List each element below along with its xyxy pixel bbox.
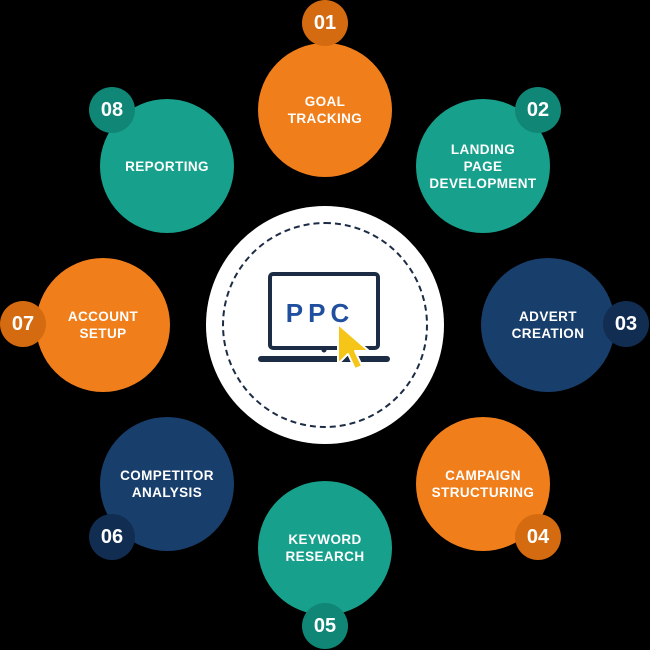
step-number-badge: 01	[302, 0, 348, 46]
laptop-camera-dot	[321, 347, 327, 353]
cursor-arrow-icon	[337, 323, 370, 370]
step-label: COMPETITOR ANALYSIS	[120, 468, 214, 500]
laptop-base	[258, 356, 390, 362]
step-01-goal-tracking: GOAL TRACKING	[258, 43, 392, 177]
step-03-advert-creation: ADVERT CREATION	[481, 258, 615, 392]
step-number-badge: 02	[515, 87, 561, 133]
step-05-keyword-research: KEYWORD RESEARCH	[258, 481, 392, 615]
center-dashed-ring	[222, 222, 428, 428]
step-number-badge: 08	[89, 87, 135, 133]
step-label: CAMPAIGN STRUCTURING	[431, 468, 535, 500]
step-number-badge: 07	[0, 301, 46, 347]
step-label: ACCOUNT SETUP	[67, 309, 139, 341]
step-number-badge: 06	[89, 514, 135, 560]
step-number-badge: 04	[515, 514, 561, 560]
step-label: LANDING PAGE DEVELOPMENT	[429, 141, 537, 191]
step-number-badge: 03	[603, 301, 649, 347]
step-label: ADVERT CREATION	[511, 309, 585, 341]
ppc-label: PPC	[286, 298, 354, 328]
step-07-account-setup: ACCOUNT SETUP	[36, 258, 170, 392]
step-number-badge: 05	[302, 603, 348, 649]
step-04-campaign-structuring: CAMPAIGN STRUCTURING	[416, 417, 550, 551]
step-label: GOAL TRACKING	[287, 94, 363, 126]
laptop-icon: PPC	[258, 272, 390, 370]
step-label: KEYWORD RESEARCH	[285, 532, 365, 564]
step-label: REPORTING	[125, 158, 209, 174]
